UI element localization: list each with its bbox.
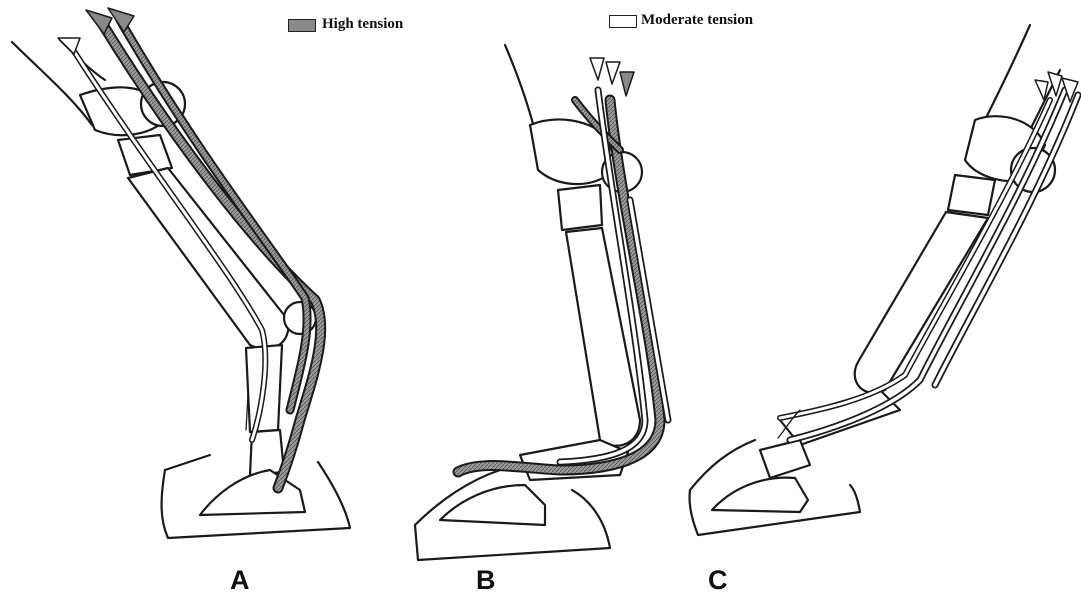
limb-c <box>689 25 1078 535</box>
limb-b <box>415 45 668 560</box>
panel-label-c: C <box>708 565 728 596</box>
panel-label-a: A <box>230 565 250 596</box>
limb-a <box>12 8 350 538</box>
panel-label-b: B <box>476 565 496 596</box>
